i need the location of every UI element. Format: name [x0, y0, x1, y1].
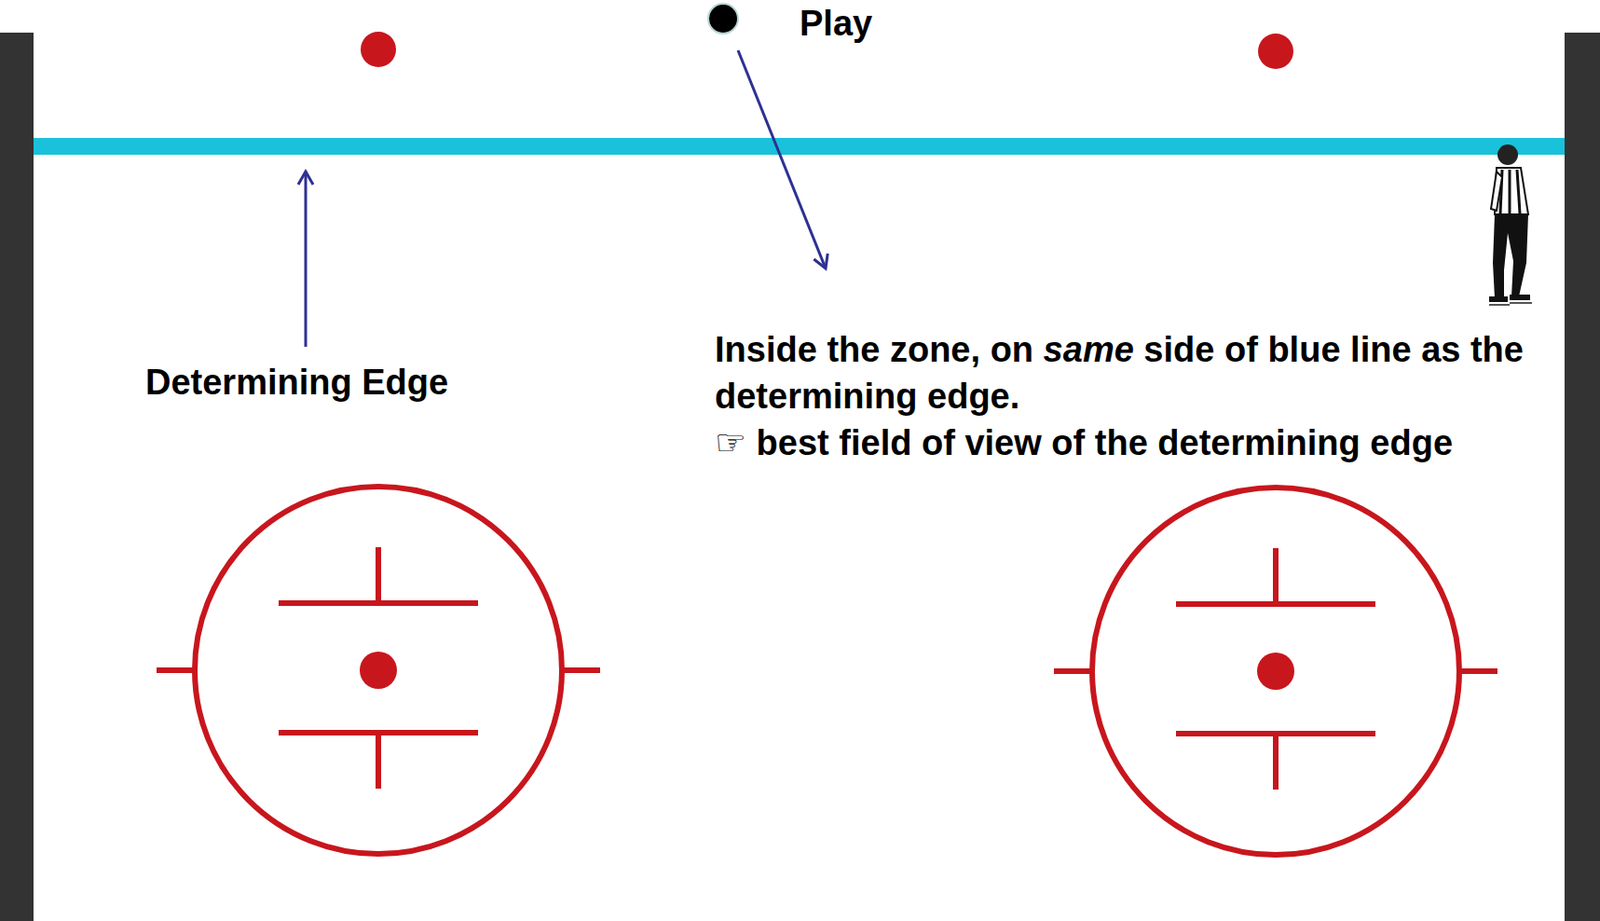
board-left: [0, 32, 34, 921]
faceoff-dot: [360, 31, 397, 68]
note-text: ☞ best field of view of the determining …: [714, 419, 1559, 466]
referee-figure: [1489, 144, 1532, 305]
play-label: Play: [799, 0, 873, 47]
puck: [708, 3, 739, 34]
note-text: Inside the zone, on same side of blue li…: [714, 326, 1559, 420]
faceoff-dot: [1258, 33, 1294, 69]
blue-line: [33, 137, 1565, 155]
faceoff-circle: [1053, 487, 1498, 855]
board-right: [1564, 32, 1600, 921]
edge-label: Determining Edge: [145, 358, 449, 406]
leader-arrow: [304, 171, 308, 347]
faceoff-circle: [156, 486, 601, 854]
leader-arrow: [738, 50, 826, 269]
